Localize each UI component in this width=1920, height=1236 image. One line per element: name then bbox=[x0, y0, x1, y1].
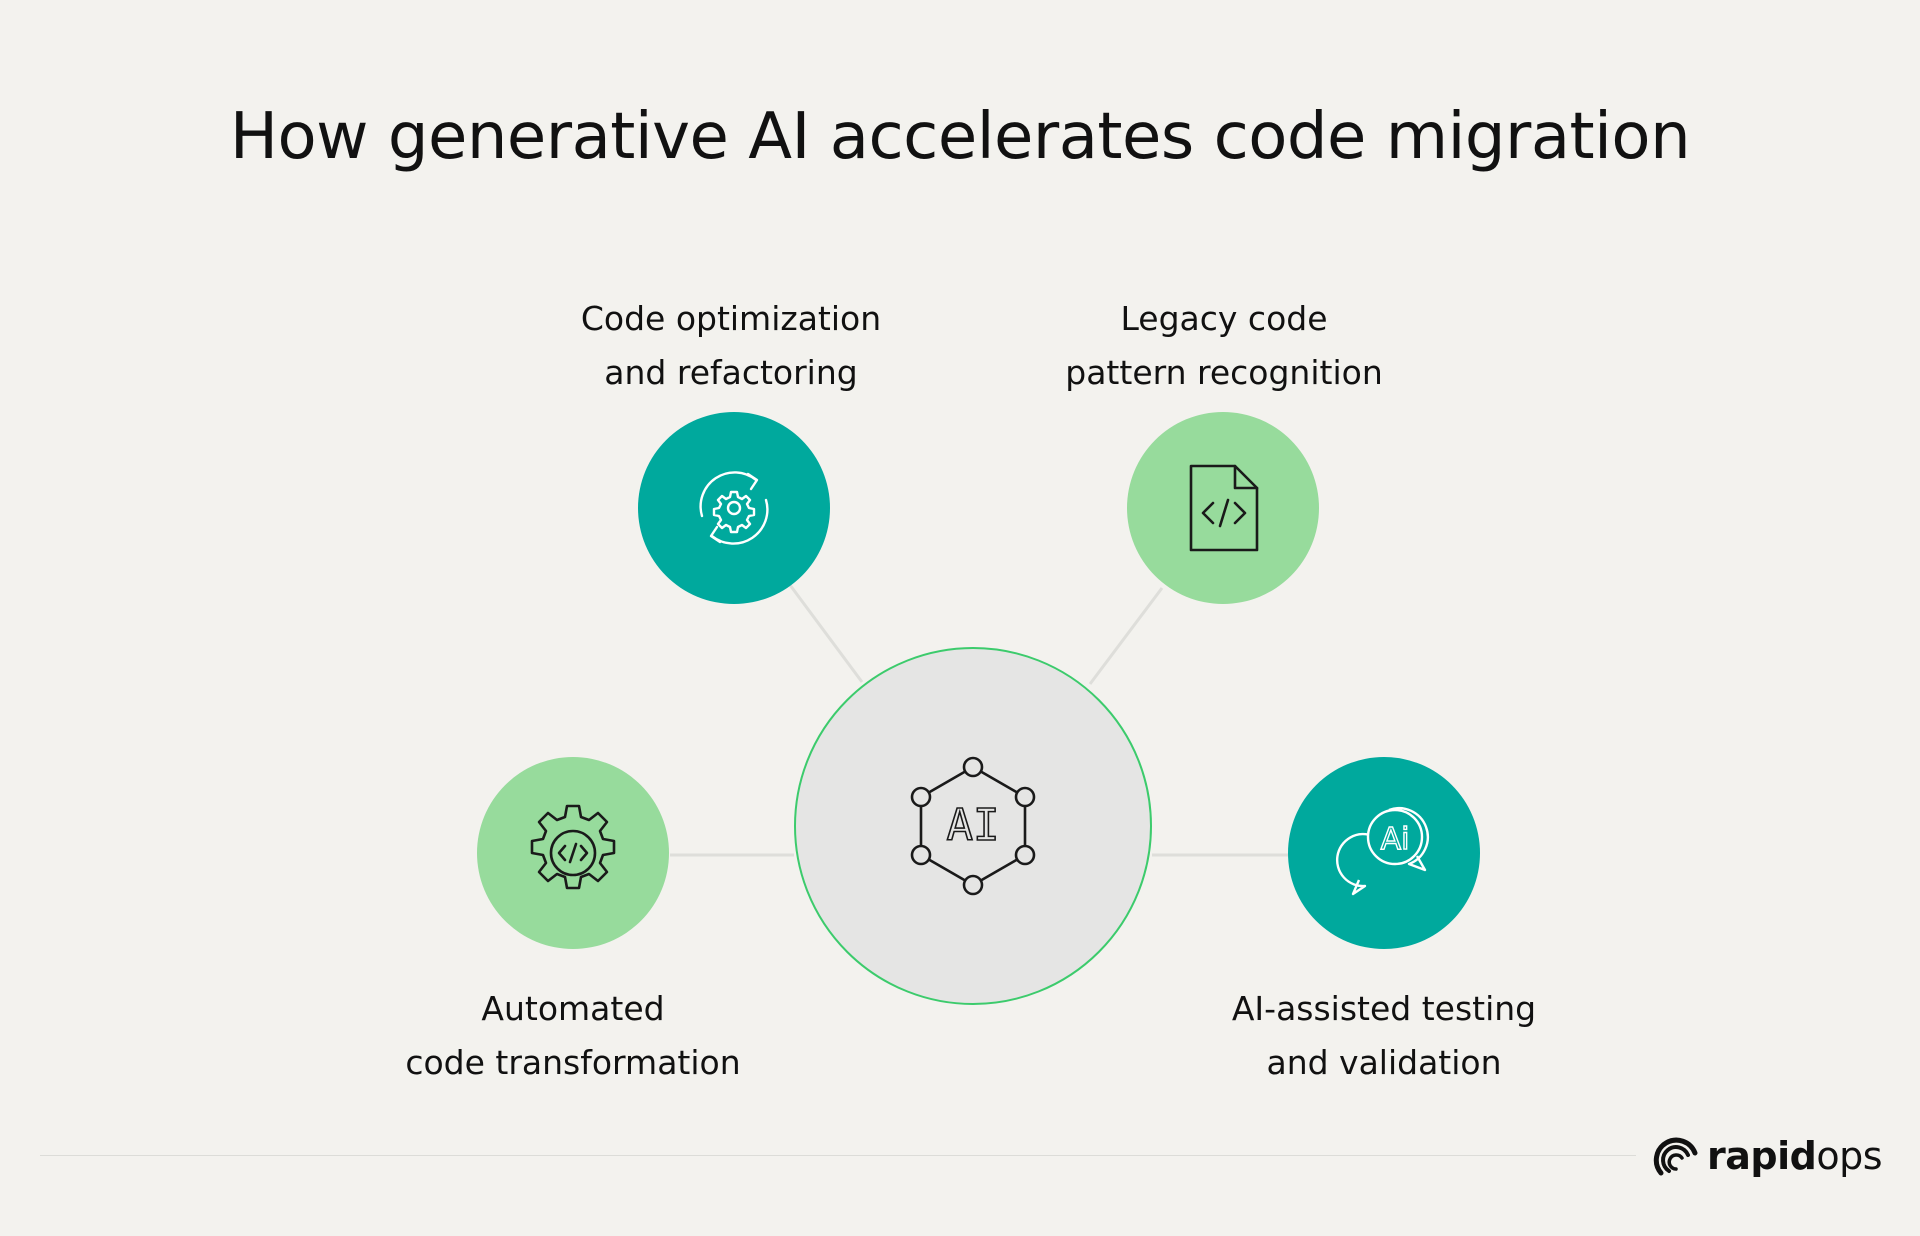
label-automated-transformation: Automated code transformation bbox=[405, 989, 741, 1082]
node-code-optimization bbox=[638, 412, 830, 604]
footer-divider bbox=[40, 1155, 1636, 1156]
node-legacy-code bbox=[1127, 412, 1319, 604]
node-ai-testing: Ai bbox=[1288, 757, 1480, 949]
label-legacy-code: Legacy code pattern recognition bbox=[1065, 299, 1383, 392]
connector-top-right bbox=[1088, 587, 1164, 685]
label-code-optimization: Code optimization and refactoring bbox=[580, 299, 882, 392]
ai-network-hexagon-icon: AI bbox=[910, 756, 1036, 896]
ai-chat-bubbles-icon: Ai bbox=[1336, 807, 1429, 896]
gear-refresh-icon bbox=[699, 471, 769, 545]
ai-icon-text: AI bbox=[947, 800, 1000, 851]
brand-wordmark: rapidops bbox=[1707, 1134, 1882, 1178]
label-ai-testing: AI-assisted testing and validation bbox=[1231, 989, 1537, 1082]
code-file-icon bbox=[1189, 464, 1259, 552]
ai-chat-text: Ai bbox=[1381, 822, 1410, 857]
center-hub: AI bbox=[794, 647, 1152, 1005]
page-title: How generative AI accelerates code migra… bbox=[229, 100, 1691, 174]
brand-logo: rapidops bbox=[1651, 1128, 1882, 1184]
gear-code-icon bbox=[530, 804, 616, 890]
connector-top-left bbox=[788, 584, 864, 683]
rapidops-logo-icon bbox=[1653, 1137, 1698, 1176]
node-automated-transformation bbox=[477, 757, 669, 949]
